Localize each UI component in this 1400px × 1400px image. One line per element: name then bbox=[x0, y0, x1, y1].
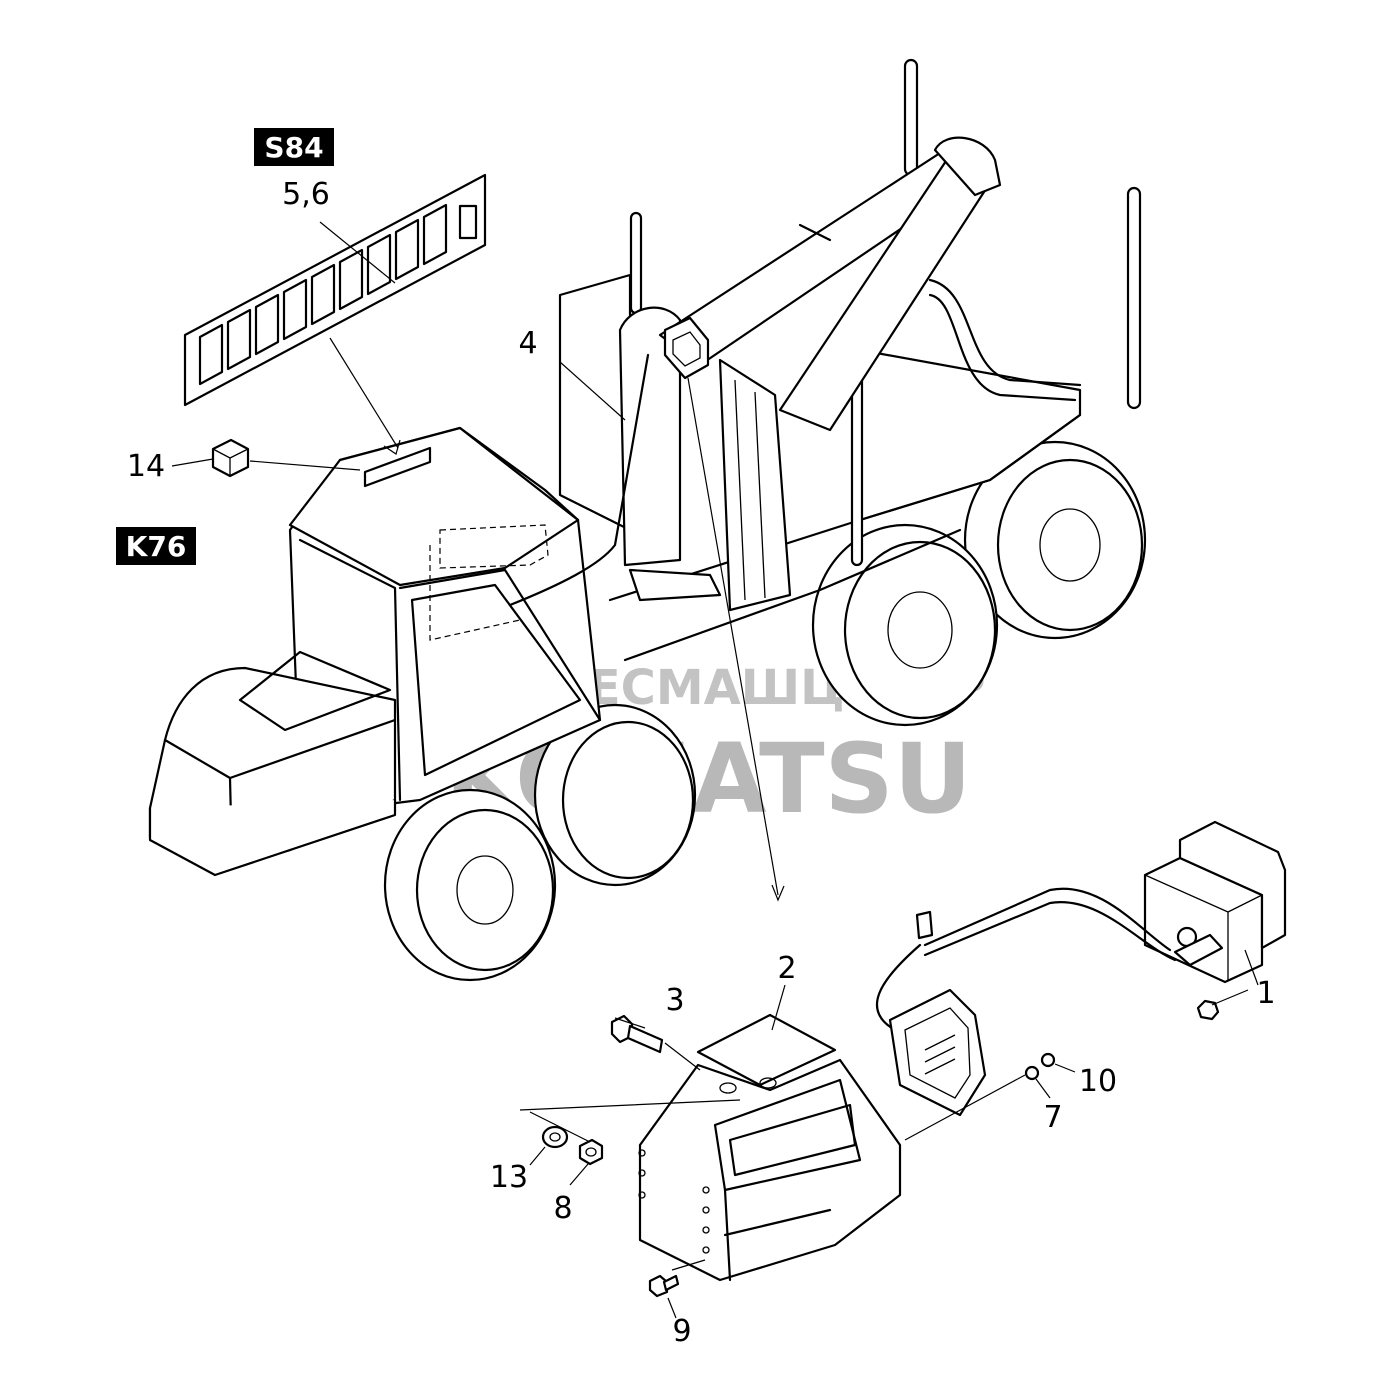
callout-14: 14 bbox=[127, 449, 165, 484]
detail-leaders bbox=[519, 949, 1259, 1319]
panel-switches bbox=[198, 203, 478, 386]
callouts: 1 2 3 4 5,6 7 8 9 10 13 14 bbox=[127, 177, 1276, 1349]
tag-k76: K76 bbox=[116, 527, 196, 565]
part-8-nut bbox=[578, 1138, 604, 1166]
callout-5-6: 5,6 bbox=[282, 177, 330, 212]
part-2-guard bbox=[638, 1013, 902, 1282]
callout-10: 10 bbox=[1079, 1064, 1117, 1099]
callout-1: 1 bbox=[1256, 976, 1275, 1011]
callout-2: 2 bbox=[777, 951, 796, 986]
part-13-washer bbox=[541, 1125, 569, 1149]
leader-4 bbox=[559, 361, 626, 421]
callout-9: 9 bbox=[672, 1314, 691, 1349]
load-space bbox=[558, 58, 1142, 662]
crane-cable bbox=[508, 353, 650, 607]
leader-panel-to-cab bbox=[329, 337, 399, 449]
tag-s84: S84 bbox=[254, 128, 334, 166]
callout-13: 13 bbox=[490, 1160, 528, 1195]
hood bbox=[148, 650, 397, 877]
front-wheels bbox=[383, 703, 697, 982]
switch-panel bbox=[183, 173, 487, 407]
crane bbox=[618, 136, 1002, 602]
tag-s84-text: S84 bbox=[264, 131, 323, 164]
light-bracket-assembly bbox=[875, 910, 1056, 1117]
rear-wheels bbox=[811, 440, 1147, 727]
forwarder-machine bbox=[148, 58, 1147, 982]
part-9-screw bbox=[648, 1274, 680, 1298]
callout-7: 7 bbox=[1043, 1100, 1062, 1135]
leader-light-to-detail bbox=[687, 377, 779, 896]
part-1-work-light bbox=[923, 820, 1287, 1021]
crane-work-light bbox=[663, 316, 710, 380]
callout-4: 4 bbox=[518, 326, 537, 361]
leader-5-6 bbox=[319, 221, 396, 284]
callout-8: 8 bbox=[553, 1191, 572, 1226]
part-3-bolt bbox=[610, 1014, 664, 1054]
tag-k76-text: K76 bbox=[126, 530, 187, 563]
part-1-nut bbox=[1196, 999, 1220, 1021]
callout-3: 3 bbox=[665, 983, 684, 1018]
leader-14 bbox=[171, 458, 361, 471]
part-14-cube bbox=[211, 438, 250, 478]
cabin-light-bar bbox=[363, 446, 432, 488]
